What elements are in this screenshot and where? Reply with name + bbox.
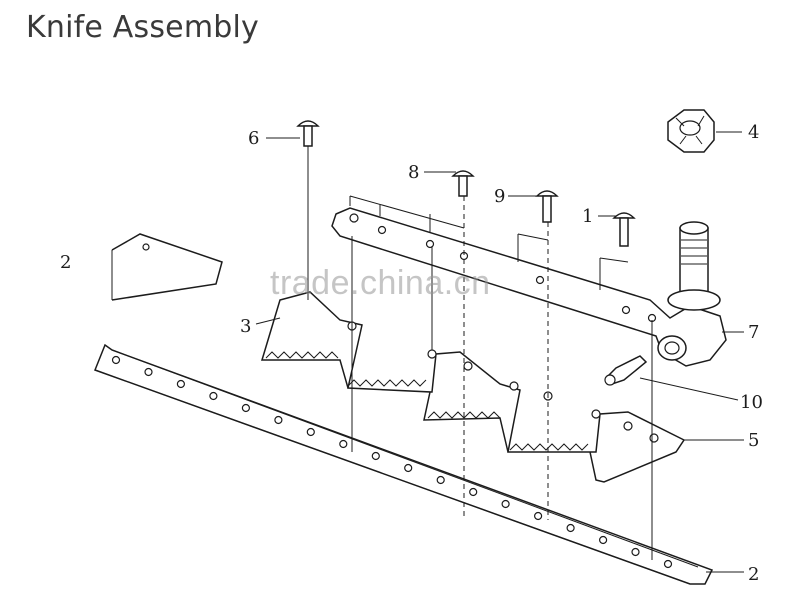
bar-hole	[241, 403, 250, 413]
callout-4: 4	[748, 122, 759, 143]
bar-hole	[663, 559, 673, 569]
rivet-6	[296, 120, 320, 147]
leader-lines	[255, 131, 744, 573]
page-title: Knife Assembly	[26, 10, 259, 45]
callout-2: 2	[748, 564, 759, 585]
bar-hole	[144, 367, 153, 377]
callout-10: 10	[740, 392, 763, 413]
callout-6: 6	[248, 128, 259, 149]
rivet-9	[535, 190, 559, 223]
rivet-1	[612, 212, 636, 247]
bar-hole	[111, 355, 121, 365]
bar-hole	[598, 535, 608, 545]
callout-9: 9	[494, 186, 505, 207]
bar-hole	[371, 451, 380, 461]
bar-hole	[501, 499, 510, 509]
watermark: trade.china.cn	[270, 264, 491, 302]
grease-fitting	[604, 355, 648, 386]
bar-hole	[533, 511, 543, 521]
knife-back-bar-upper	[111, 233, 223, 301]
callout-3: 3	[240, 316, 251, 337]
callout-8: 8	[408, 162, 419, 183]
knife-head	[331, 207, 727, 367]
castle-nut	[667, 109, 715, 153]
bar-hole	[274, 415, 283, 425]
bar-hole	[404, 463, 413, 473]
rivet-8	[451, 170, 475, 197]
bar-hole	[436, 475, 445, 485]
bar-hole	[176, 379, 185, 389]
callout-2-upper: 2	[60, 252, 71, 273]
callout-1: 1	[582, 206, 593, 227]
bar-hole	[306, 427, 315, 437]
callout-7: 7	[748, 322, 759, 343]
bar-hole	[339, 439, 348, 449]
alignment-lines	[307, 146, 653, 560]
knife-back-bar	[94, 343, 714, 585]
bar-hole	[631, 547, 640, 557]
callout-5: 5	[748, 430, 759, 451]
bar-hole	[209, 391, 218, 401]
bar-hole	[469, 487, 478, 497]
bar-hole	[566, 523, 575, 533]
